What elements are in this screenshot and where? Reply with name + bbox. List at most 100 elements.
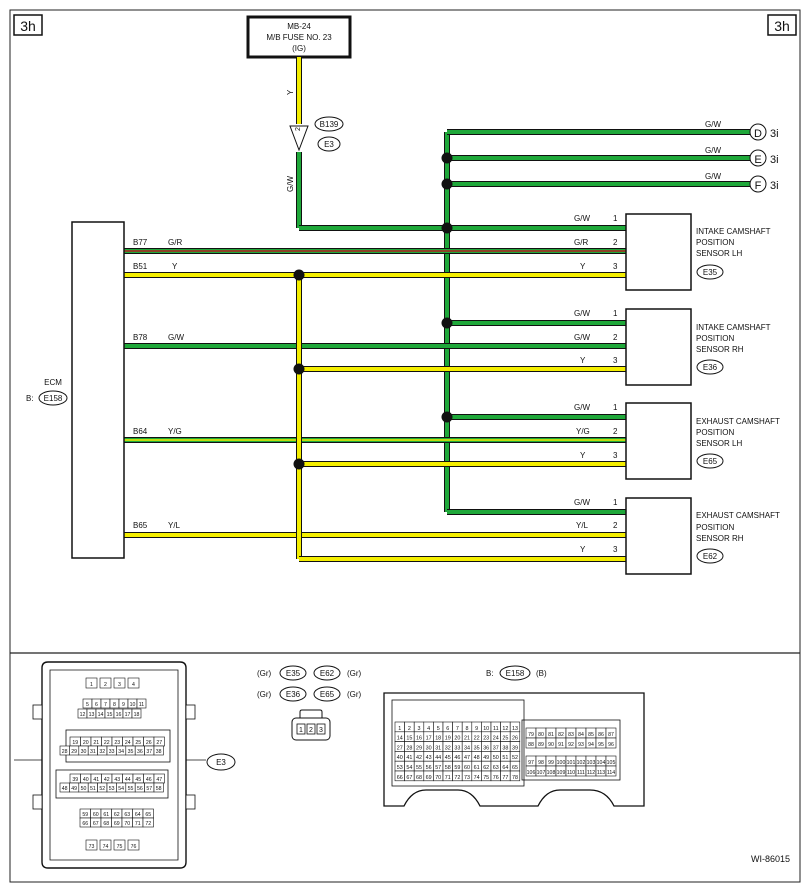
pin-label: 35 bbox=[128, 749, 134, 755]
pin-label: 24 bbox=[125, 740, 131, 746]
pin-cell bbox=[127, 677, 140, 689]
legend-conn-e65: E65 bbox=[320, 690, 335, 699]
ecm-pin-b78: B78 bbox=[133, 333, 148, 342]
pin-label: 60 bbox=[93, 812, 99, 818]
pin-label: 113 bbox=[597, 770, 605, 776]
sensor-pin-color: Y/G bbox=[576, 427, 590, 436]
sensor-pin-number: 3 bbox=[613, 262, 618, 271]
pin-label: 14 bbox=[397, 736, 403, 742]
pin-label: 22 bbox=[474, 736, 480, 742]
pin-label: 34 bbox=[464, 745, 470, 751]
sensor-name-line1: INTAKE CAMSHAFT bbox=[696, 323, 771, 332]
pin-label: 100 bbox=[557, 760, 566, 766]
pin-label: 58 bbox=[156, 786, 162, 792]
sensor-connector-oval bbox=[696, 264, 724, 280]
pin-label: 11 bbox=[139, 702, 144, 708]
small-connector-pin bbox=[316, 723, 326, 735]
pin-label: 57 bbox=[435, 765, 441, 771]
pin-label: 15 bbox=[406, 736, 412, 742]
pin-label: 97 bbox=[528, 760, 534, 766]
pin-label: 70 bbox=[124, 821, 130, 827]
pin-label: 66 bbox=[397, 775, 403, 781]
fuse-line1: MB-24 bbox=[287, 22, 311, 31]
pin-label: 105 bbox=[607, 760, 616, 766]
legend-conn-oval bbox=[313, 665, 341, 681]
legend-color-2: (Gr) bbox=[347, 669, 362, 678]
pin-label: 48 bbox=[62, 786, 68, 792]
legend-color-3: (Gr) bbox=[257, 690, 272, 699]
pin-label: 112 bbox=[587, 770, 595, 776]
pin-label: 74 bbox=[474, 775, 480, 781]
sensor-intake-rh: G/W 1 G/W 2 Y 3 INTAKE CAMSHAFT POSITION… bbox=[574, 308, 771, 386]
small-connector-pin bbox=[296, 723, 306, 735]
pin-label: 18 bbox=[435, 736, 441, 742]
pin-label: 78 bbox=[512, 775, 518, 781]
pin-label: 48 bbox=[474, 755, 480, 761]
splice-dot bbox=[293, 363, 305, 375]
offpage-f-circle bbox=[749, 175, 767, 193]
pin-label: 41 bbox=[406, 755, 412, 761]
pin-label: 59 bbox=[82, 812, 88, 818]
pin-label: 63 bbox=[493, 765, 499, 771]
sensor-name-line3: SENSOR LH bbox=[696, 249, 742, 258]
sensor-name-line2: POSITION bbox=[696, 523, 734, 532]
offpage-d-ref: 3i bbox=[770, 128, 779, 140]
tag-left-box bbox=[13, 14, 43, 36]
sensor-pin-number: 3 bbox=[613, 451, 618, 460]
pin-label: 39 bbox=[512, 745, 518, 751]
pin-label: 55 bbox=[128, 786, 134, 792]
legend-e158-prefix: B: bbox=[486, 669, 494, 678]
pin-label: 69 bbox=[426, 775, 432, 781]
sensor-name-line3: SENSOR RH bbox=[696, 534, 744, 543]
pin-label: 19 bbox=[72, 740, 78, 746]
pin-label: 32 bbox=[445, 745, 451, 751]
pin-cell bbox=[605, 737, 617, 749]
pin-label: 55 bbox=[416, 765, 422, 771]
pin-label: 30 bbox=[81, 749, 87, 755]
pin-cell bbox=[131, 708, 142, 719]
pin-label: 6 bbox=[446, 726, 449, 732]
figure-id: WI-86015 bbox=[751, 854, 790, 864]
fuse-wire-color-bottom: G/W bbox=[286, 176, 295, 192]
sensor-pin-number: 3 bbox=[613, 356, 618, 365]
ecm-pin-b64: B64 bbox=[133, 427, 148, 436]
pin-cell bbox=[113, 677, 126, 689]
connector-arrow-icon bbox=[289, 125, 309, 152]
pin-cell bbox=[99, 677, 112, 689]
pin-label: 101 bbox=[567, 760, 576, 766]
pin-label: 8 bbox=[466, 726, 469, 732]
legend-conn-oval bbox=[279, 686, 307, 702]
pin-label: 8 bbox=[113, 702, 116, 708]
sensor-pin-number: 1 bbox=[613, 498, 618, 507]
pin-label: 43 bbox=[114, 777, 120, 783]
pin-label: 14 bbox=[98, 712, 104, 718]
pin-label: 16 bbox=[416, 736, 422, 742]
offpage-d-circle bbox=[749, 123, 767, 141]
pin-label: 21 bbox=[93, 740, 99, 746]
pin-label: 5 bbox=[437, 726, 440, 732]
tag-right-box bbox=[767, 14, 797, 36]
connector-e158-block-left bbox=[391, 699, 525, 787]
ecm-wire-color-b77: G/R bbox=[168, 238, 182, 247]
offpage-d-color: G/W bbox=[705, 120, 721, 129]
sensor-pin-color: G/W bbox=[574, 309, 590, 318]
pin-label: 65 bbox=[512, 765, 518, 771]
splice-dot bbox=[441, 317, 453, 329]
connector-e3-outline bbox=[41, 661, 187, 869]
pin-label: 7 bbox=[456, 726, 459, 732]
pin-label: 75 bbox=[483, 775, 489, 781]
connector-e158-block-right bbox=[521, 719, 621, 781]
pin-label: 56 bbox=[137, 786, 143, 792]
pin-label: 72 bbox=[145, 821, 151, 827]
pin-label: 39 bbox=[72, 777, 78, 783]
pin-label: 67 bbox=[406, 775, 412, 781]
sensor-pin-color: Y bbox=[580, 451, 586, 460]
ecm-connector: E158 bbox=[44, 394, 63, 403]
pin-label: 77 bbox=[502, 775, 508, 781]
pin-label: 27 bbox=[156, 740, 162, 746]
connector-e3-latch-left bbox=[32, 704, 43, 720]
offpage-f-letter: F bbox=[755, 180, 762, 192]
sensor-name-line1: EXHAUST CAMSHAFT bbox=[696, 417, 780, 426]
tag-right: 3h bbox=[774, 18, 790, 34]
